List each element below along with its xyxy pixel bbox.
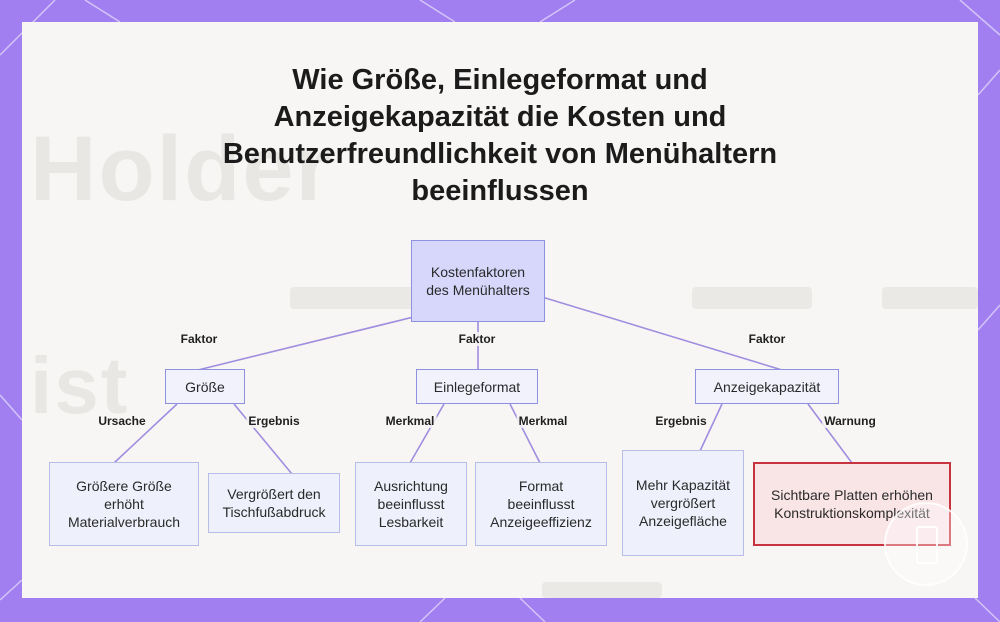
diagram-title: Wie Größe, Einlegeformat und Anzeigekapa… xyxy=(222,64,778,207)
connector-lines xyxy=(113,296,853,475)
edge-label-faktor: Faktor xyxy=(456,332,498,346)
leaf-node-anzeigeeffizienz: Format beeinflusst Anzeigeeffizienz xyxy=(475,462,607,546)
edge-label-merkmal: Merkmal xyxy=(516,414,570,428)
background-menu-holder-shape xyxy=(692,287,812,309)
edge-label-ursache: Ursache xyxy=(96,414,148,428)
root-node-kostenfaktoren: Kostenfaktoren des Menühalters xyxy=(411,240,545,322)
leaf-node-materialverbrauch: Größere Größe erhöht Materialverbrauch xyxy=(49,462,199,546)
edge-label-warnung: Warnung xyxy=(822,414,878,428)
leaf-node-tischfussabdruck: Vergrößert den Tischfußabdruck xyxy=(208,473,340,533)
edge-label-faktor: Faktor xyxy=(746,332,788,346)
edge-label-ergebnis: Ergebnis xyxy=(653,414,709,428)
edge-label-faktor: Faktor xyxy=(178,332,220,346)
edge-label-ergebnis: Ergebnis xyxy=(246,414,302,428)
leaf-node-anzeigeflaeche: Mehr Kapazität vergrößert Anzeigefläche xyxy=(622,450,744,556)
background-word-holder: Holder xyxy=(30,118,334,220)
node-anzeigekapazitaet: Anzeigekapazität xyxy=(695,369,839,404)
leaf-node-lesbarkeit: Ausrichtung beeinflusst Lesbarkeit xyxy=(355,462,467,546)
node-einlegeformat: Einlegeformat xyxy=(416,369,538,404)
watermark-phone-badge xyxy=(884,502,968,586)
edge-label-merkmal: Merkmal xyxy=(383,414,437,428)
background-menu-holder-shape xyxy=(542,582,662,598)
background-menu-holder-shape xyxy=(882,287,978,309)
node-groesse: Größe xyxy=(165,369,245,404)
phone-icon xyxy=(916,526,938,564)
diagram-card: Holder ist Wie Größe, Einlegeformat und … xyxy=(22,22,978,598)
